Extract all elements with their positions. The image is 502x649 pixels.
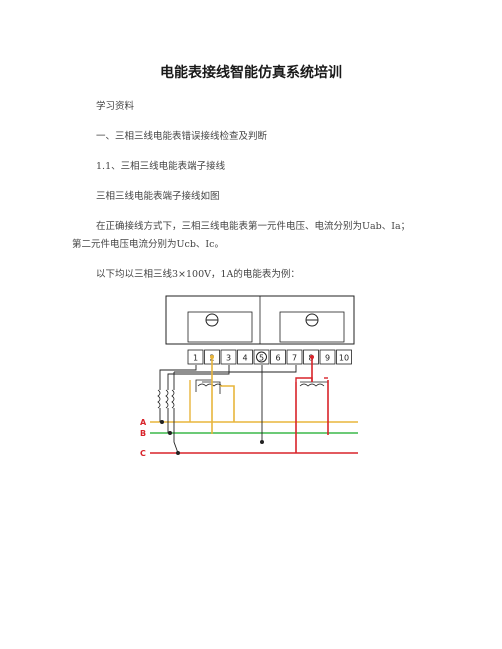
terminal-box	[237, 349, 253, 365]
voltage-wires	[159, 365, 297, 454]
terminal-label: 7	[292, 354, 297, 363]
terminal-strip: 12345678910	[187, 349, 352, 365]
element-1-frame	[187, 311, 253, 343]
terminal-box	[270, 349, 286, 365]
wiring-diagram: 12345678910 A B C	[140, 295, 358, 458]
phase-a-label: A	[140, 418, 147, 427]
paragraph-example: 以下均以三相三线3×100V，1A的电能表为例：	[96, 269, 300, 280]
terminal-label: 3	[226, 354, 231, 363]
current-coil-2-icon	[305, 313, 319, 327]
phase-c-label: C	[140, 449, 146, 458]
terminal-box	[286, 349, 303, 365]
terminal-box	[187, 349, 204, 365]
terminal-box	[336, 349, 352, 365]
current-coil-1-icon	[205, 313, 219, 327]
terminal-box	[220, 349, 237, 365]
terminal-label: 5	[259, 354, 264, 363]
neutral-terminal-icon	[256, 351, 267, 363]
element-1-current-wiring	[189, 355, 235, 434]
terminal-box	[319, 349, 336, 365]
terminal-label: 4	[242, 354, 247, 363]
phase-b-label: B	[140, 429, 146, 438]
element-2-frame	[279, 311, 345, 343]
terminal-label: 1	[193, 354, 198, 363]
chapter-heading: 一、三相三线电能表错误接线检查及判断	[96, 131, 268, 142]
terminal-label: 9	[325, 354, 330, 363]
page-title: 电能表接线智能仿真系统培训	[160, 65, 342, 81]
transformer-coil-icon	[157, 389, 175, 409]
element-2-current-wiring	[295, 355, 329, 453]
paragraph-line-2: 第二元件电压电流分别为Ucb、Ic。	[72, 239, 224, 250]
subsection-heading: 1.1、三相三线电能表端子接线	[96, 161, 226, 172]
paragraph-line-1: 在正确接线方式下，三相三线电能表第一元件电压、电流分别为Uab、Ia；	[96, 221, 411, 232]
terminal-label: 6	[275, 354, 280, 363]
terminal-label: 10	[339, 354, 349, 363]
paragraph-intro: 三相三线电能表端子接线如图	[96, 191, 220, 202]
section-label: 学习资料	[96, 101, 135, 112]
